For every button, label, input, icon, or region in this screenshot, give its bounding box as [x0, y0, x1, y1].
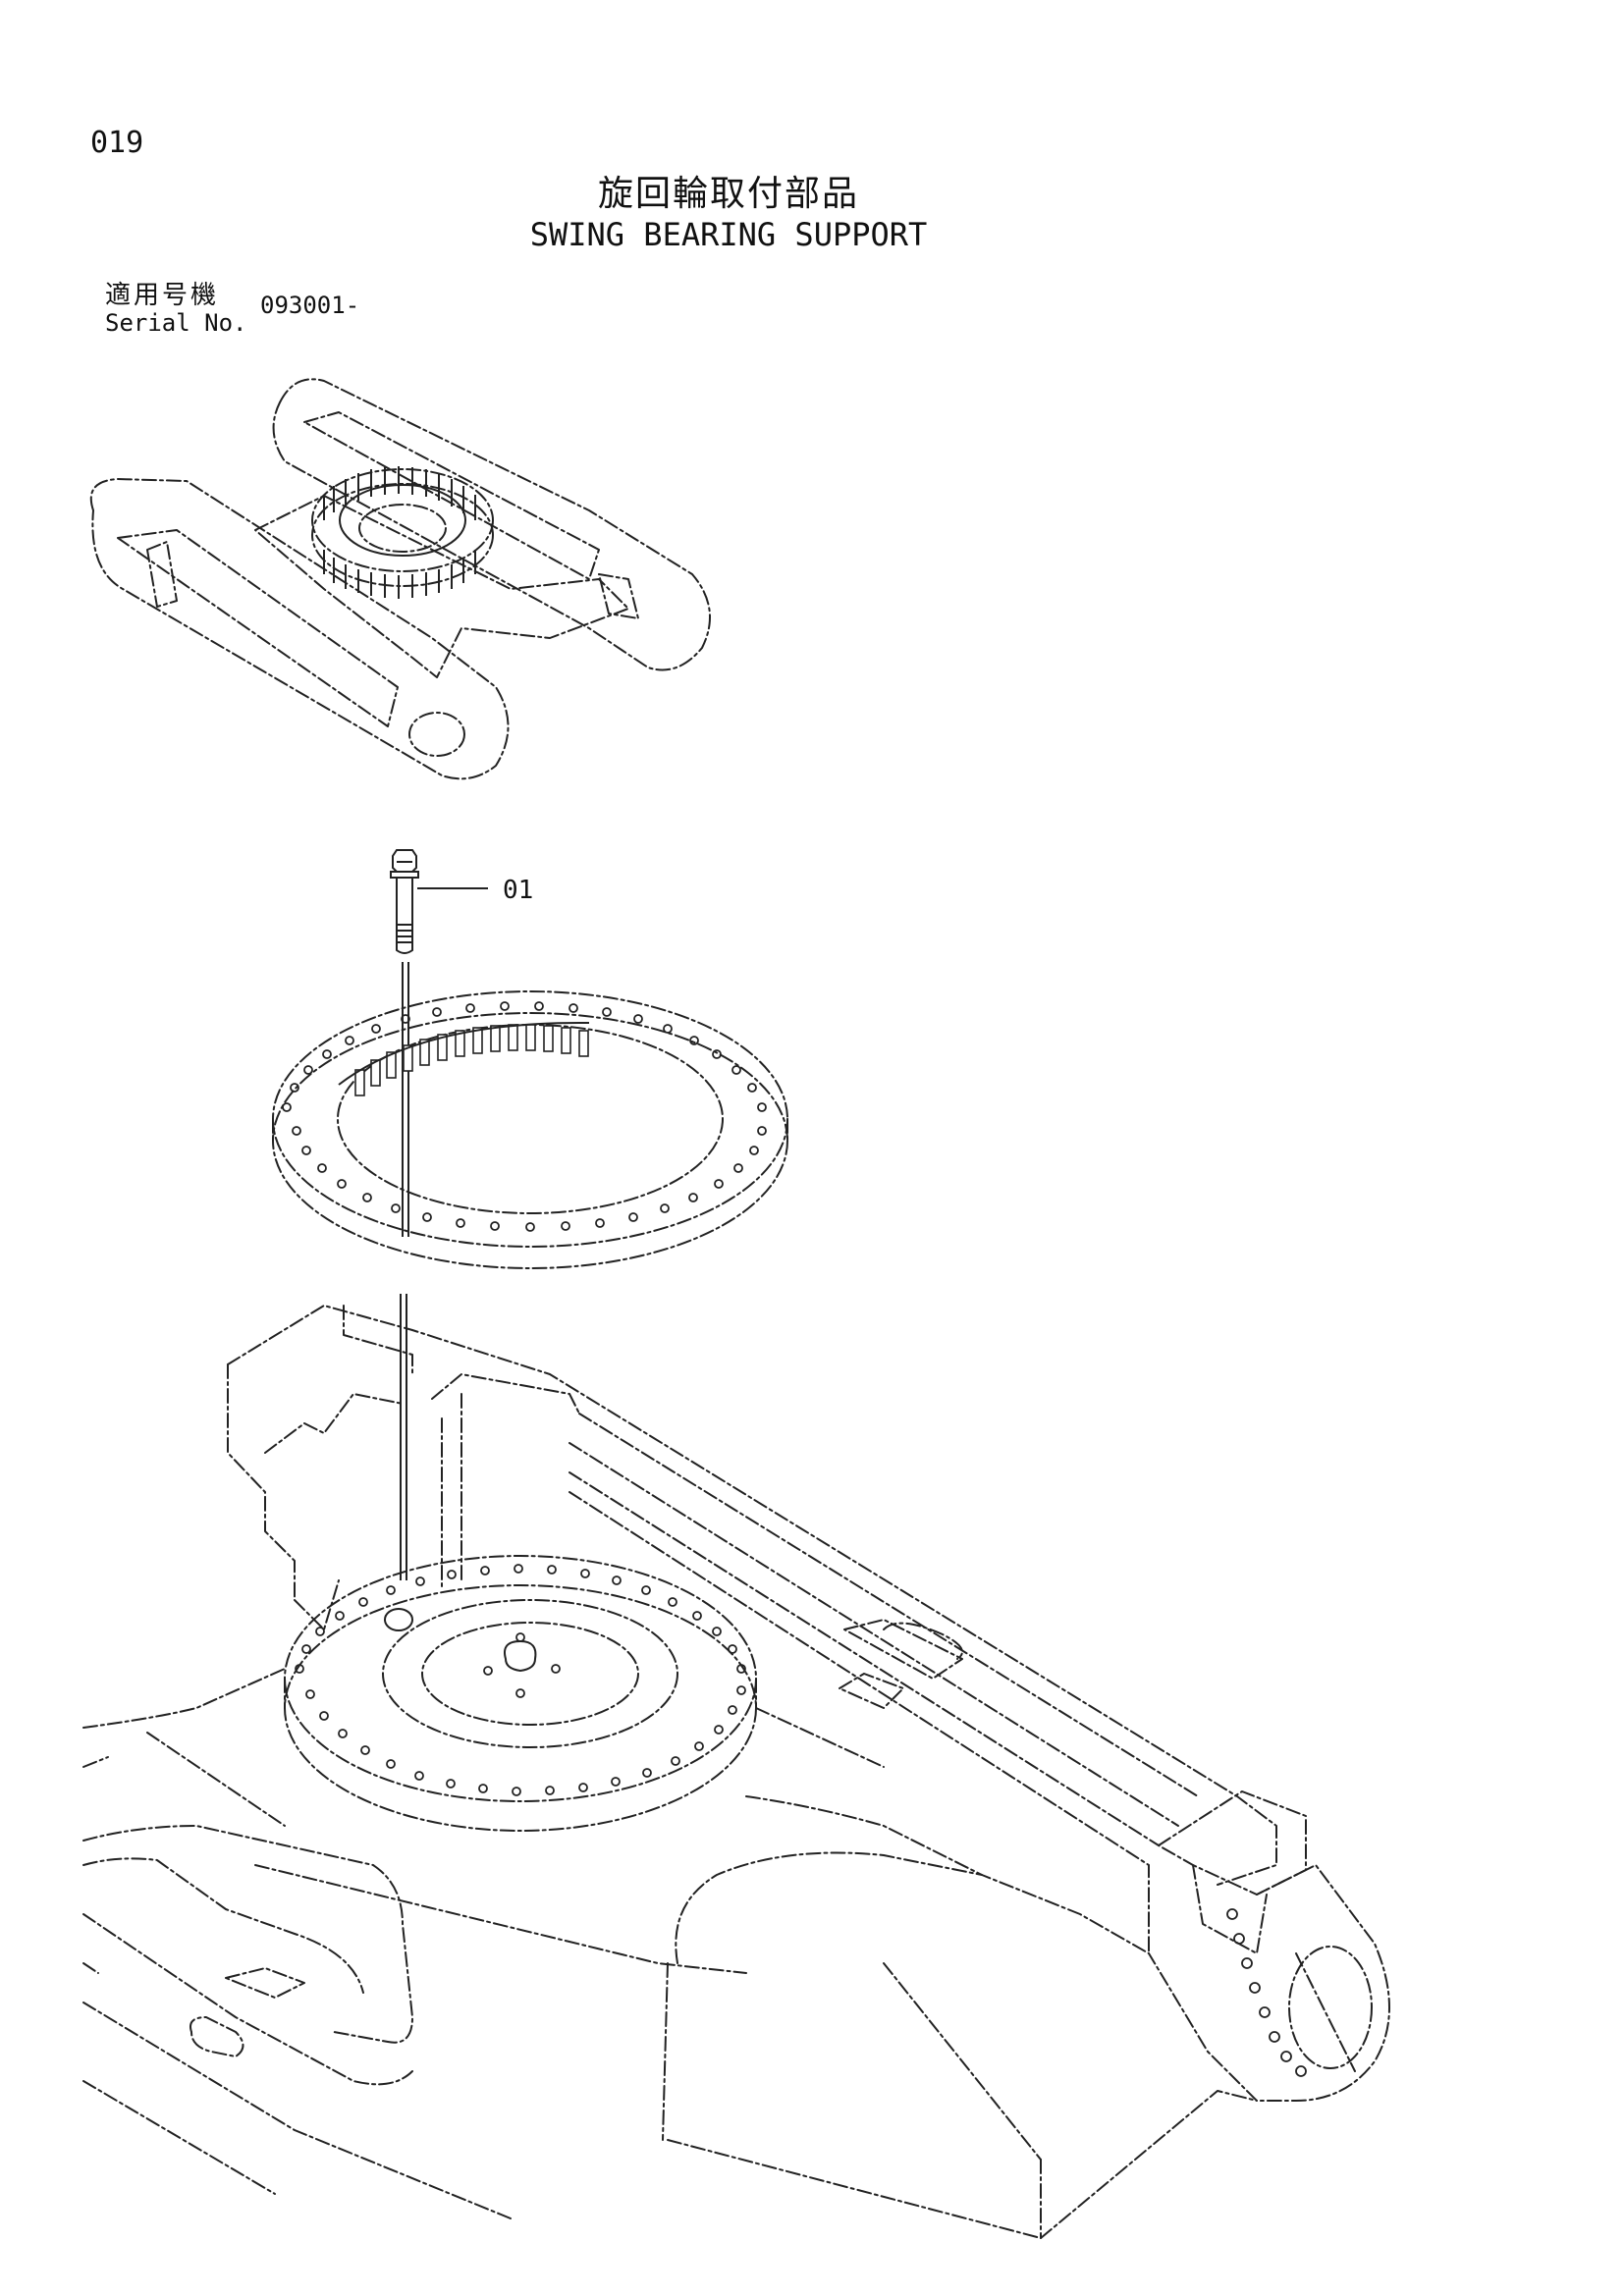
key-plan-ring-teeth — [323, 466, 476, 599]
bolt-part-01 — [390, 849, 488, 954]
mount-ring-holes — [295, 1564, 746, 1796]
page-number: 019 — [90, 126, 144, 160]
serial-label-english: Serial No. — [105, 309, 247, 337]
upper-frame — [227, 1305, 1390, 2102]
callout-label-01: 01 — [503, 876, 534, 905]
lower-frame-mount — [82, 1555, 1258, 2239]
serial-label-japanese: 適用号機 — [105, 281, 220, 310]
swing-bearing-ring — [272, 990, 788, 1269]
bearing-gear-teeth — [338, 1021, 590, 1096]
bracket-holes — [1226, 1908, 1307, 2077]
bearing-bolt-holes — [282, 1001, 767, 1232]
key-plan-undercarriage — [89, 378, 711, 780]
serial-number-value: 093001- — [260, 292, 360, 319]
page-title-japanese: 旋回輪取付部品 — [597, 174, 859, 214]
page-title-english: SWING BEARING SUPPORT — [529, 216, 928, 253]
